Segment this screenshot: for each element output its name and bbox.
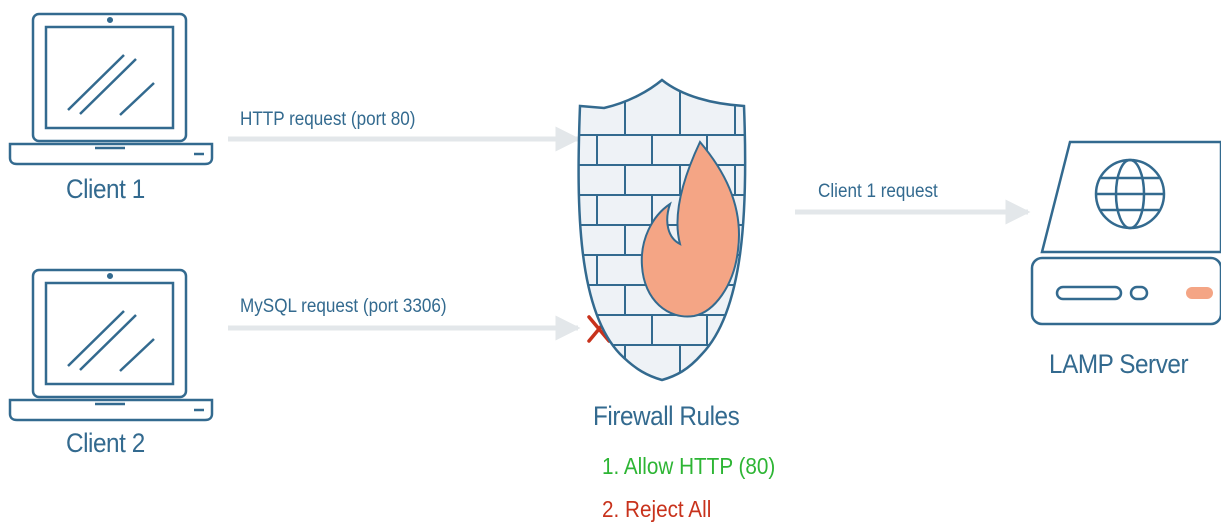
firewall-label: Firewall Rules — [593, 401, 740, 431]
server-globe-icon — [1030, 140, 1221, 326]
client1-label: Client 1 — [66, 174, 145, 204]
forward-request-label: Client 1 request — [818, 181, 938, 202]
client2-laptop-icon — [8, 268, 214, 422]
flame-icon — [640, 140, 740, 318]
firewall-shield-icon — [577, 78, 747, 382]
http-request-label: HTTP request (port 80) — [240, 109, 416, 130]
rule-reject-all: 2. Reject All — [602, 496, 712, 522]
rule-allow-http: 1. Allow HTTP (80) — [602, 453, 776, 479]
client2-label: Client 2 — [66, 428, 145, 458]
client1-laptop-icon — [8, 12, 214, 166]
server-label: LAMP Server — [1049, 349, 1189, 379]
mysql-request-label: MySQL request (port 3306) — [240, 296, 447, 317]
